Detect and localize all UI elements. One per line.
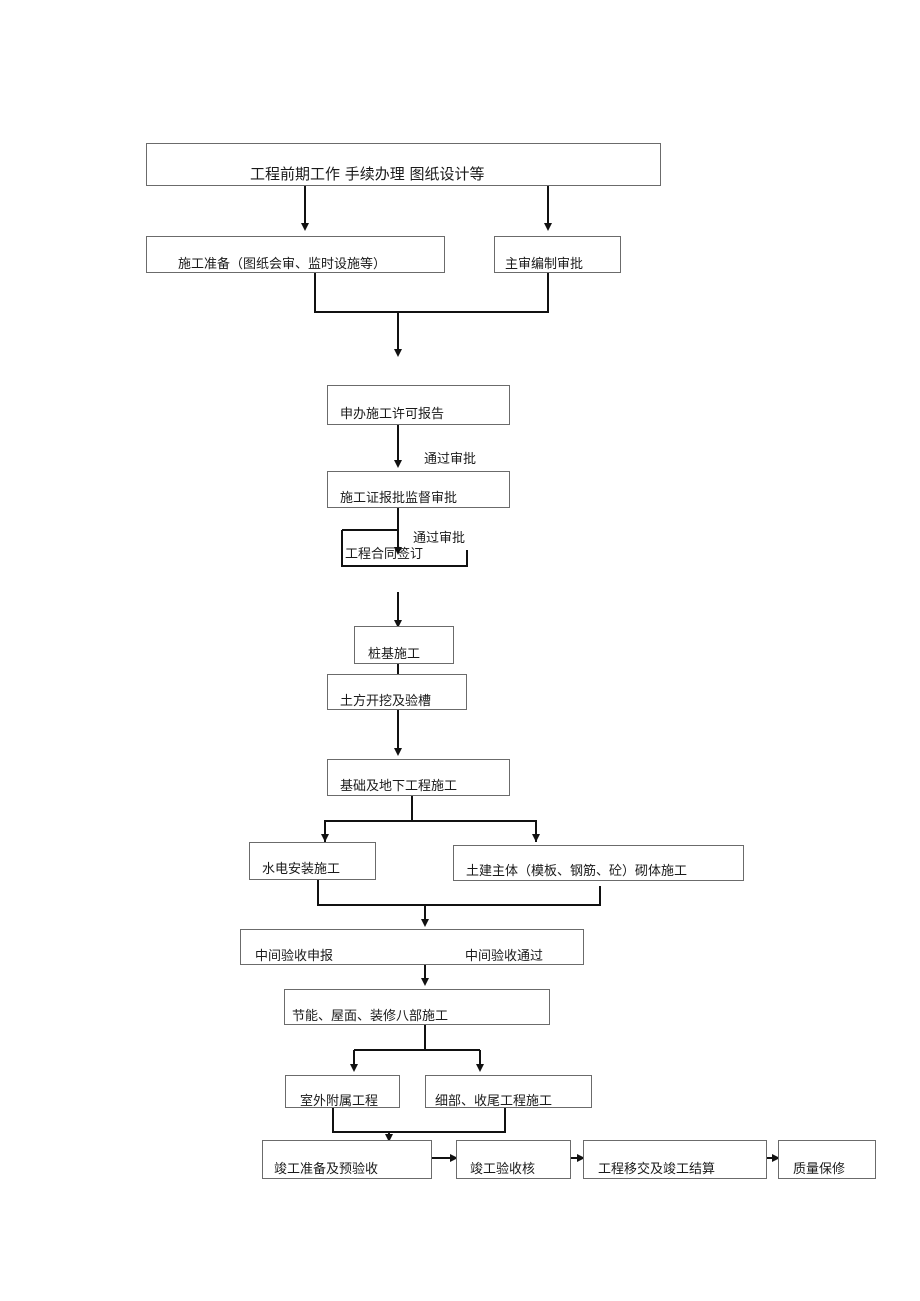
node-handover <box>583 1140 767 1179</box>
edge-label-pass-2: 通过审批 <box>413 531 466 546</box>
node-structure-label: 土建主体（模板、钢筋、砼）砌体施工 <box>466 864 688 879</box>
node-site-work-label: 细部、收尾工程施工 <box>435 1094 553 1109</box>
node-finishing-label: 节能、屋面、装修八部施工 <box>292 1009 449 1024</box>
node-handover-label: 工程移交及竣工结算 <box>598 1162 716 1177</box>
node-final-acceptance <box>456 1140 571 1179</box>
node-permit-approval <box>327 471 510 508</box>
node-warranty <box>778 1140 876 1179</box>
node-excavation-label: 土方开挖及验槽 <box>340 694 432 709</box>
edge-label-pass-1: 通过审批 <box>424 452 477 467</box>
node-installation-label: 水电安装施工 <box>262 862 341 877</box>
node-warranty-label: 质量保修 <box>793 1162 846 1177</box>
node-permit-approval-label: 施工证报批监督审批 <box>340 491 458 506</box>
node-excavation <box>327 674 467 710</box>
node-installation <box>249 842 376 880</box>
node-structure <box>453 845 744 881</box>
node-construction-prep <box>146 236 445 273</box>
node-foundation <box>327 759 510 796</box>
node-final-acceptance-label: 竣工验收核 <box>470 1162 536 1177</box>
node-budget-approval-label: 主审编制审批 <box>505 257 584 272</box>
node-utilities-label: 室外附属工程 <box>300 1094 379 1109</box>
node-midcheck-left-label: 中间验收申报 <box>255 949 334 964</box>
node-project-prework <box>146 143 661 186</box>
node-permit-report <box>327 385 510 425</box>
node-contract-label: 工程合同签订 <box>345 547 424 562</box>
node-permit-report-label: 申办施工许可报告 <box>340 407 445 422</box>
node-construction-prep-label: 施工准备（图纸会审、监时设施等） <box>178 257 387 272</box>
node-pile-label: 桩基施工 <box>368 647 421 662</box>
node-project-prework-label: 工程前期工作 手续办理 图纸设计等 <box>250 165 485 183</box>
node-foundation-label: 基础及地下工程施工 <box>340 779 458 794</box>
node-site-work <box>425 1075 592 1108</box>
node-finishing <box>284 989 550 1025</box>
node-midcheck <box>240 929 584 965</box>
node-completion-prep <box>262 1140 432 1179</box>
node-completion-prep-label: 竣工准备及预验收 <box>274 1162 379 1177</box>
node-pile <box>354 626 454 664</box>
node-utilities <box>285 1075 400 1108</box>
node-budget-approval <box>494 236 621 273</box>
node-midcheck-right-label: 中间验收通过 <box>465 949 544 964</box>
